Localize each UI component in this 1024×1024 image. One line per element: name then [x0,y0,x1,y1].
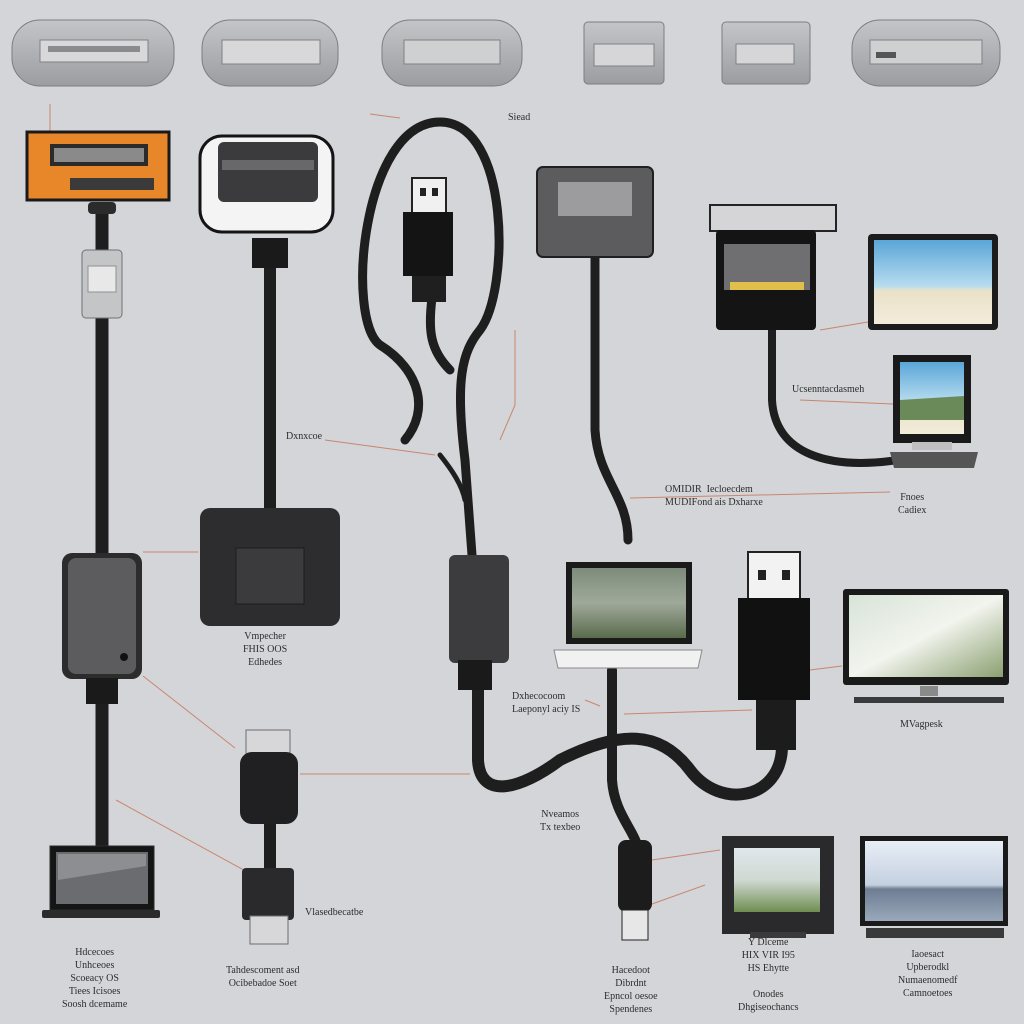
port-panel-1 [11,19,175,87]
ethernet-connector [81,249,123,319]
label-bottom-center-left: Tahdescoment asd Ocibebadoe Soet [226,965,300,989]
label-middle-block: OMIDIR Iecloecdem MUDIFond ais Dxharxe [665,484,763,508]
label-bottom-left: Hdcecoes Unhceoes Scoeacy OS Tiees Iciso… [62,947,128,1010]
rounded-screen-device [198,134,335,268]
inline-adapter-box [62,553,142,704]
label-bottom-right: Iaoesact Upberodkl Numaenomedf Camnoetoe… [898,949,958,999]
cable-display-adapter [768,326,902,467]
cables [95,117,902,878]
label-bottom-center: Hacedoot Dibrdnt Epncol oesoe Spendenes [604,965,658,1015]
cable-bottom-center [607,665,641,847]
port-panel-3 [381,19,523,87]
cable-thin-center [437,452,468,503]
port-panel-4 [583,21,665,85]
desktop-pc [890,355,978,468]
widescreen-monitor [843,589,1009,703]
label-top-tag: Siead [508,112,531,123]
usb-c-plug-bottom [618,840,652,941]
cable-lower-loop [472,684,788,801]
label-right-side: Fnoes Cadiex [898,492,927,516]
label-dongle-caption: Vmpecher FHIS OOS Edhedes [243,631,288,668]
port-panel-6 [851,19,1001,87]
usb-a-plug-large [738,551,810,750]
label-center-connector: Dxhecocoom Laeponyl aciy IS [512,691,581,715]
orange-port-card [25,130,171,202]
port-panel-5 [721,21,811,85]
label-bottom-right-mid: Y Dlceme HIX VIR I95 HS Ehytte Onodes Dh… [738,937,799,1013]
tablet-monitor-bottom [722,836,834,938]
laptop-center [553,562,703,669]
center-adapter [449,555,509,690]
cable-gray-adapter [590,253,633,545]
cable-usb-tail [425,293,455,375]
label-center-left-tag: Dxnxcoe [286,431,323,442]
leader-lines [49,104,894,905]
usb-a-plug-top [403,177,453,302]
card-reader [709,204,837,330]
label-monitor: MVagpesk [900,719,943,730]
lake-monitor [860,836,1008,938]
gray-adapter-box [536,166,654,258]
beach-monitor [868,234,998,330]
dongle-box [200,508,340,626]
label-hdmi: Vlasedbecatbe [305,907,364,918]
label-mid-bottom: Nveamos Tx texbeo [540,809,581,833]
label-monitor-right: Ucsenntacdasmeh [792,384,865,395]
cable-loop [358,117,504,560]
port-panel-2 [201,19,339,87]
laptop-left [42,845,160,918]
cable-clip [88,202,116,214]
hdmi-connector [240,729,298,945]
